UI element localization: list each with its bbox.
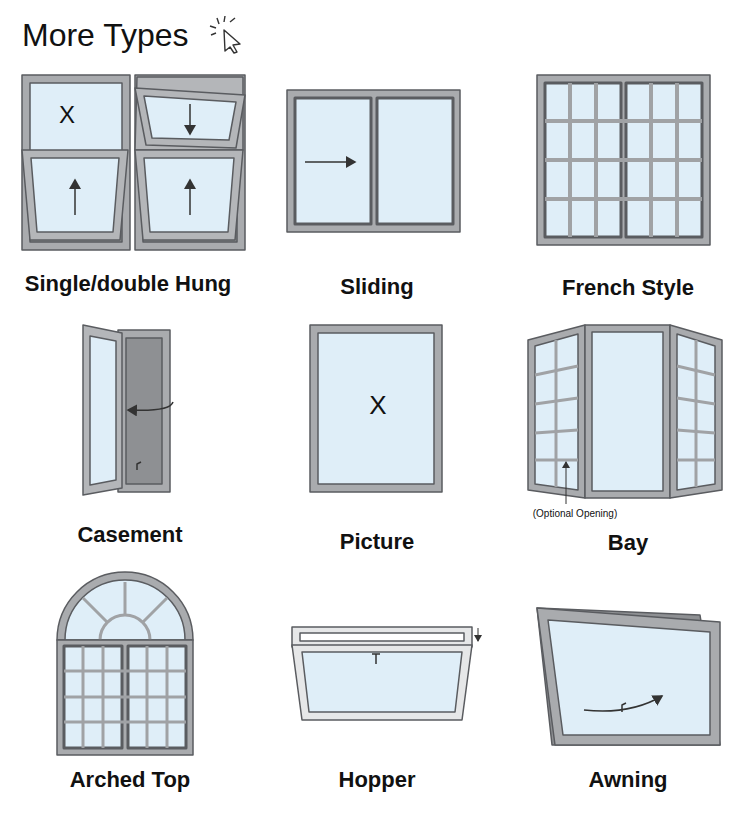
type-caption: Sliding [340, 275, 413, 299]
page-title: More Types [22, 18, 189, 53]
type-caption: Picture [340, 530, 415, 554]
type-caption: Single/double Hung [25, 272, 232, 296]
type-caption: Casement [77, 523, 182, 547]
fixed-mark: X [59, 102, 75, 128]
type-caption: French Style [562, 276, 694, 300]
fixed-mark: X [369, 391, 386, 420]
type-caption: Bay [608, 531, 648, 555]
type-caption: Hopper [339, 768, 416, 792]
type-caption: Awning [588, 768, 667, 792]
note-label: (Optional Opening) [533, 508, 618, 519]
type-caption: Arched Top [70, 768, 191, 792]
